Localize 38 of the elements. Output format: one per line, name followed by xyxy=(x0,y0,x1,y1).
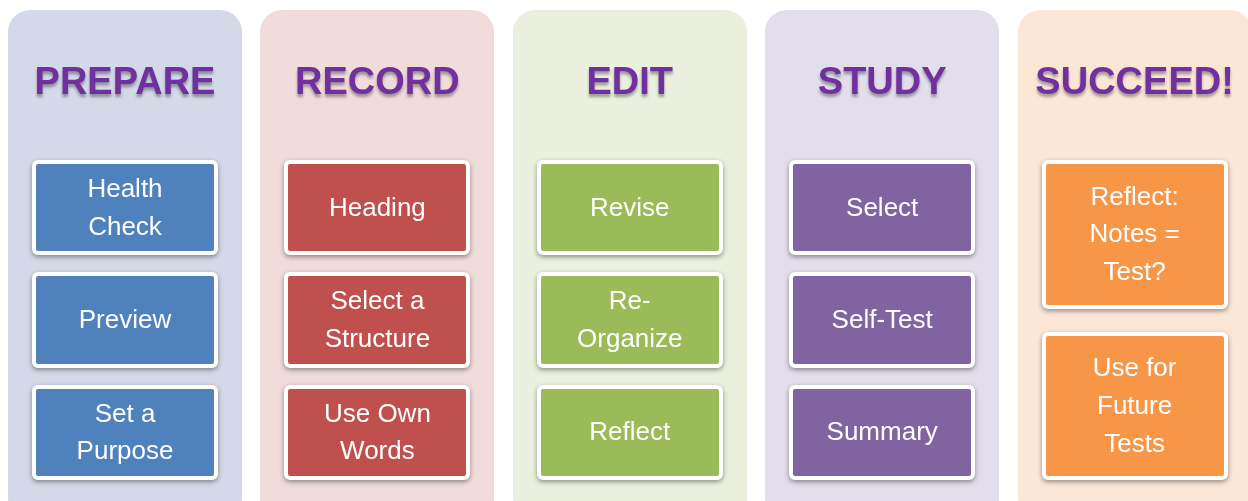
step-label: Set a Purpose xyxy=(75,396,175,468)
step-box xyxy=(284,384,471,480)
stage-heading: PREPARE xyxy=(34,62,216,100)
stage-panel xyxy=(8,10,242,501)
step-label: Select xyxy=(846,190,919,224)
step-label: Use Own Words xyxy=(322,396,432,468)
step-box xyxy=(789,160,976,256)
step-box xyxy=(536,384,723,480)
step-box xyxy=(32,384,218,480)
step-label: Re- Organize xyxy=(576,284,684,355)
step-box xyxy=(536,160,723,256)
stage-panel xyxy=(1017,10,1248,501)
step-label: Revise xyxy=(590,190,670,224)
step-box xyxy=(1041,331,1228,480)
step-label: Heading xyxy=(328,190,426,224)
step-label: Self-Test xyxy=(831,303,933,337)
step-box xyxy=(284,272,471,368)
step-label: Health Check xyxy=(86,171,164,243)
step-box xyxy=(284,160,471,256)
step-label: Reflect xyxy=(589,415,671,449)
step-box xyxy=(789,272,976,368)
step-box xyxy=(32,272,218,368)
step-box xyxy=(536,272,723,368)
stage-heading: STUDY xyxy=(817,62,947,100)
step-label: Summary xyxy=(826,415,938,449)
stage-heading: SUCCEED! xyxy=(1035,62,1234,100)
step-label: Use for Future Tests xyxy=(1091,351,1178,460)
step-box xyxy=(789,384,976,480)
stage-panel xyxy=(765,10,1000,501)
step-box xyxy=(1041,160,1228,309)
stage-panel xyxy=(512,10,747,501)
step-label: Select a Structure xyxy=(323,284,432,355)
step-label: Preview xyxy=(78,303,172,337)
stage-heading: EDIT xyxy=(586,62,674,100)
step-label: Reflect: Notes = Test? xyxy=(1088,179,1181,289)
stage-panel xyxy=(260,10,495,501)
stage-heading: RECORD xyxy=(295,62,460,100)
step-box xyxy=(32,160,218,256)
